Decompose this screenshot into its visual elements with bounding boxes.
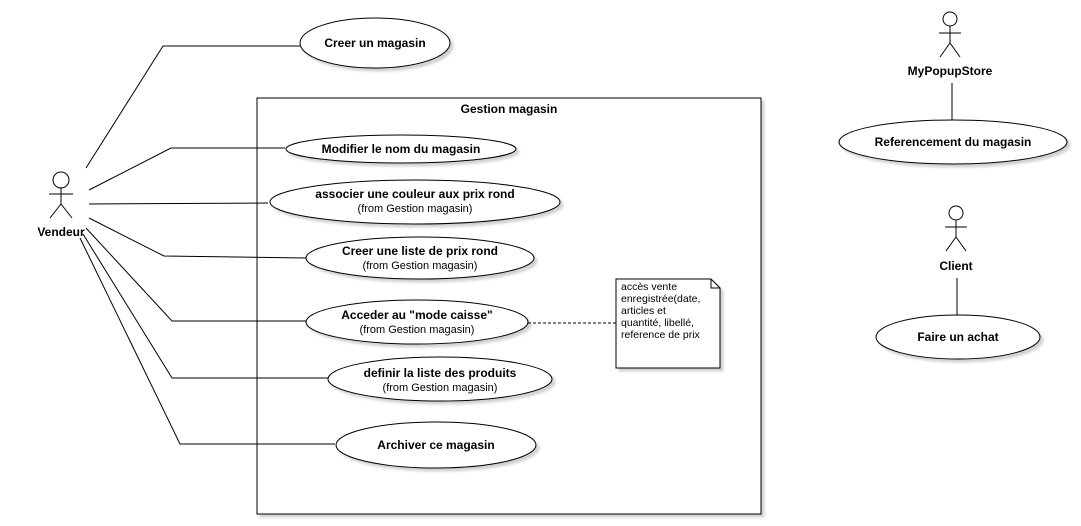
use-case-label: Creer une liste de prix rond xyxy=(342,244,498,258)
assoc-acceder-caisse xyxy=(85,227,306,322)
associations xyxy=(79,45,958,445)
use-case-creer-magasin[interactable]: Creer un magasin xyxy=(299,17,451,69)
actor-popupstore-label: MyPopupStore xyxy=(908,64,993,78)
use-case-label: associer une couleur aux prix rond xyxy=(315,187,514,201)
use-case-label: Archiver ce magasin xyxy=(377,438,494,452)
use-case-label: Creer un magasin xyxy=(324,36,425,50)
use-case-referencement[interactable]: Referencement du magasin xyxy=(838,119,1068,165)
use-case-modifier-nom[interactable]: Modifier le nom du magasin xyxy=(285,134,517,164)
assoc-definir-produits xyxy=(82,233,328,379)
assoc-modifier-nom xyxy=(88,147,285,191)
use-case-creer-liste-prix[interactable]: Creer une liste de prix rond (from Gesti… xyxy=(305,236,535,280)
actor-vendeur-label: Vendeur xyxy=(37,225,85,239)
assoc-creer-liste xyxy=(88,217,307,259)
assoc-associer-couleur xyxy=(88,202,269,205)
note-line: reference de prix xyxy=(621,329,701,341)
note-line: accès vente xyxy=(621,281,677,293)
use-case-from-label: (from Gestion magasin) xyxy=(363,260,478,272)
use-case-archiver[interactable]: Archiver ce magasin xyxy=(335,421,537,469)
system-title: Gestion magasin xyxy=(461,102,558,116)
use-case-label: Faire un achat xyxy=(917,330,998,344)
use-case-label: definir la liste des produits xyxy=(364,366,517,380)
actor-popupstore xyxy=(939,11,961,58)
use-case-faire-achat[interactable]: Faire un achat xyxy=(875,314,1041,360)
assoc-creer-magasin xyxy=(85,45,300,169)
note-line: quantité, libellé, xyxy=(621,317,694,329)
use-case-label: Acceder au "mode caisse" xyxy=(341,308,492,322)
actor-client xyxy=(945,205,967,252)
assoc-archiver xyxy=(79,237,335,445)
use-case-from-label: (from Gestion magasin) xyxy=(383,382,498,394)
note-line: enregistrée(date, xyxy=(621,293,700,305)
actor-client-label: Client xyxy=(939,259,972,273)
actor-vendeur xyxy=(49,171,73,219)
use-case-associer-couleur[interactable]: associer une couleur aux prix rond (from… xyxy=(269,179,561,225)
use-case-label: Referencement du magasin xyxy=(875,135,1032,149)
note: accès vente enregistrée(date, articles e… xyxy=(615,278,721,369)
use-case-label: Modifier le nom du magasin xyxy=(322,142,481,156)
use-case-acceder-caisse[interactable]: Acceder au "mode caisse" (from Gestion m… xyxy=(305,299,529,345)
note-line: articles et xyxy=(621,305,666,317)
use-case-from-label: (from Gestion magasin) xyxy=(360,324,475,336)
use-case-from-label: (from Gestion magasin) xyxy=(358,203,473,215)
use-case-definir-produits[interactable]: definir la liste des produits (from Gest… xyxy=(327,356,553,402)
